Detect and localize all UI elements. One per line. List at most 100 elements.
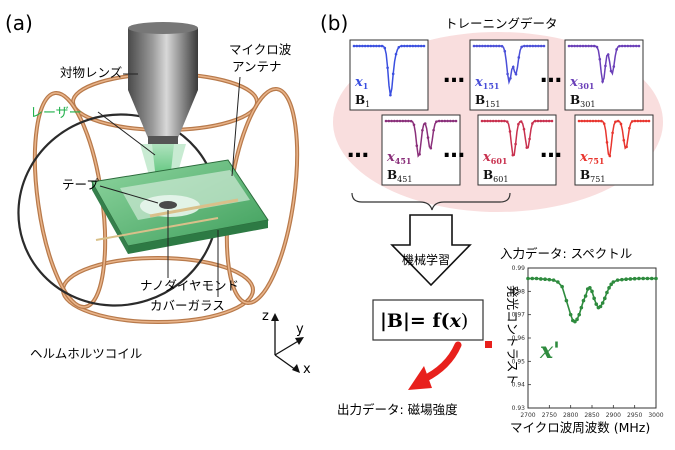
ellipsis-row2-c: … xyxy=(540,138,562,163)
sample-point xyxy=(591,119,595,123)
sample-point xyxy=(618,44,621,48)
data-point xyxy=(577,312,581,317)
sample-point xyxy=(403,44,406,48)
sample-point xyxy=(633,119,637,123)
sample-point xyxy=(483,44,487,48)
ml-label: 機械学習 xyxy=(402,252,450,267)
sample-point xyxy=(581,44,585,48)
sample-point xyxy=(600,119,603,123)
sample-b-sub: 601 xyxy=(493,175,508,184)
sample-point xyxy=(391,72,395,76)
sample-point xyxy=(523,44,526,48)
x-tick-label: 2750 xyxy=(542,412,557,419)
antenna-leader xyxy=(231,76,241,177)
data-point xyxy=(654,276,658,281)
sample-point xyxy=(390,119,393,123)
sample-point xyxy=(389,93,392,97)
sample-point xyxy=(352,44,356,48)
sample-point xyxy=(411,44,415,48)
sample-frame xyxy=(349,39,429,111)
tape-leader xyxy=(99,185,159,204)
sample-point xyxy=(506,72,509,76)
sample-point xyxy=(451,119,455,123)
data-point xyxy=(641,276,645,281)
sample-point xyxy=(486,44,490,48)
data-point xyxy=(534,276,539,281)
ellipsis-row2-b: … xyxy=(443,138,465,163)
sample-point xyxy=(539,44,543,48)
sample-point xyxy=(622,138,626,142)
sample-point xyxy=(639,119,642,123)
sample-x-base: x xyxy=(482,150,491,165)
sample-point xyxy=(528,137,531,141)
sample-point xyxy=(401,119,405,123)
axis-x-label: x xyxy=(303,362,311,377)
antenna-label-1: マイクロ波 xyxy=(229,42,292,57)
sample-point xyxy=(625,145,628,149)
data-point xyxy=(564,298,569,303)
sample-b-sub: 451 xyxy=(397,175,412,184)
ellipsis-row2-a: … xyxy=(347,138,369,163)
sample-point xyxy=(634,44,638,48)
sample-point xyxy=(536,119,540,123)
ellipsis-row1-b: … xyxy=(540,63,562,88)
sample-point xyxy=(604,64,607,68)
sample-point xyxy=(629,44,632,48)
data-point xyxy=(568,312,573,317)
sample-b-sub: 151 xyxy=(485,100,500,109)
sample-point xyxy=(509,77,512,80)
sample-point xyxy=(612,65,616,68)
sample-b-label: B451 xyxy=(387,168,412,184)
data-point xyxy=(603,296,607,301)
sample-point xyxy=(597,119,600,123)
ml-arrow xyxy=(390,214,472,287)
sample-point xyxy=(623,44,627,48)
sample-point xyxy=(414,44,417,48)
data-point xyxy=(579,305,584,310)
data-point xyxy=(649,276,654,281)
sample-point xyxy=(547,119,551,123)
sample-point xyxy=(525,146,529,149)
data-point xyxy=(598,304,603,309)
sample-point xyxy=(616,119,620,123)
data-point xyxy=(609,282,613,287)
y-tick-label: 0.97 xyxy=(512,312,526,319)
sample-point xyxy=(423,122,427,125)
sample-point xyxy=(578,44,582,48)
sample-x-label: x601 xyxy=(482,150,507,166)
ellipsis-row1-a: … xyxy=(443,63,465,88)
sample-point xyxy=(628,126,631,130)
sample-point xyxy=(432,128,435,132)
sample-point xyxy=(409,119,413,123)
sample-point xyxy=(500,119,503,123)
sample-x-base: x xyxy=(569,75,578,90)
link-marker xyxy=(485,341,492,348)
input-label: 入力データ: スペクトル xyxy=(500,246,632,261)
sample-x-base: x xyxy=(474,75,483,90)
sample-point xyxy=(404,119,407,123)
data-point xyxy=(551,278,556,282)
sample-b-base: B xyxy=(483,168,493,182)
sample-point xyxy=(393,119,396,123)
sample-x-base: x xyxy=(354,75,363,90)
data-point xyxy=(637,276,641,281)
sample-b-sub: 751 xyxy=(590,175,605,184)
data-point xyxy=(628,277,633,281)
sample-point xyxy=(443,119,447,123)
sample-point xyxy=(576,44,579,48)
sample-point xyxy=(602,122,606,125)
sample-point xyxy=(577,119,581,123)
data-point xyxy=(590,289,594,294)
sample-frame xyxy=(469,39,549,111)
data-point xyxy=(539,277,543,281)
sample-point xyxy=(573,44,576,48)
data-point xyxy=(592,296,596,301)
sample-x-label: x151 xyxy=(474,75,499,91)
coordinate-axes xyxy=(271,313,304,373)
sample-point xyxy=(472,44,476,48)
sample-x-sub: 1 xyxy=(363,81,369,91)
sample-point xyxy=(412,123,416,127)
sample-point xyxy=(503,49,507,53)
